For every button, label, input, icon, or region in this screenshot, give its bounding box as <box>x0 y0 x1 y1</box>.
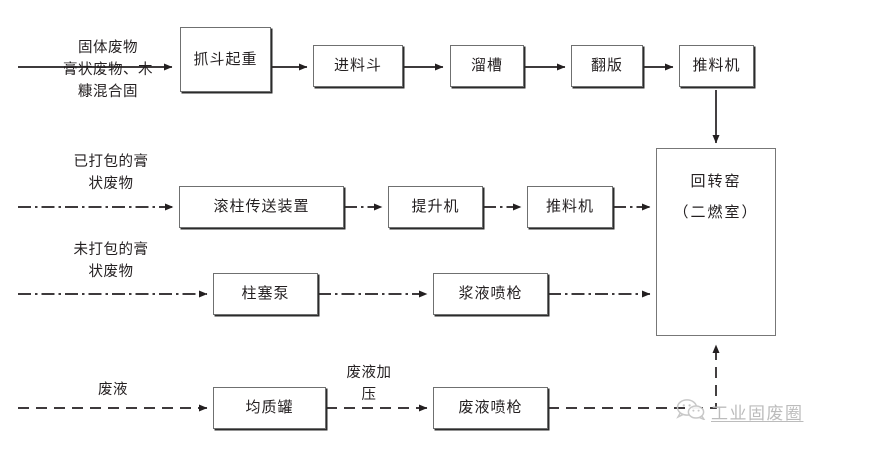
wechat-icon <box>676 398 706 425</box>
node-plunger-pump[interactable]: 柱塞泵 <box>213 273 318 315</box>
node-feed-hopper[interactable]: 进料斗 <box>313 45 403 87</box>
node-homogenizing-tank[interactable]: 均质罐 <box>213 387 326 429</box>
mid-label-liquid-pressurize: 废液加 压 <box>346 365 392 403</box>
node-pusher-row2[interactable]: 推料机 <box>527 186 613 228</box>
node-elevator[interactable]: 提升机 <box>388 186 483 228</box>
node-grab-crane[interactable]: 抓斗起重 <box>180 27 271 92</box>
watermark: 工业固废圈 <box>676 398 804 425</box>
node-pusher-row1[interactable]: 推料机 <box>679 45 754 87</box>
node-slurry-lance[interactable]: 浆液喷枪 <box>433 273 548 315</box>
node-flip-plate[interactable]: 翻版 <box>571 45 643 87</box>
watermark-text: 工业固废圈 <box>711 404 804 424</box>
input-label-packed-paste: 已打包的膏 状废物 <box>73 154 149 192</box>
node-waste-liquid-lance[interactable]: 废液喷枪 <box>433 387 548 429</box>
node-roller-conveyor[interactable]: 滚柱传送装置 <box>179 186 344 228</box>
connector-r4-lance-to-kiln <box>548 344 720 409</box>
kiln-label-line1: 回转窑 <box>690 172 742 190</box>
input-label-solid-waste: 固体废物 膏状废物、木 糠混合固 <box>63 40 153 100</box>
kiln-label-line2: （二燃室） <box>673 202 759 221</box>
node-chute[interactable]: 溜槽 <box>450 45 524 87</box>
node-rotary-kiln[interactable]: 回转窑 （二燃室） <box>656 148 776 336</box>
input-label-waste-liquid: 废液 <box>98 382 128 398</box>
input-label-unpacked-paste: 未打包的膏 状废物 <box>73 242 149 280</box>
